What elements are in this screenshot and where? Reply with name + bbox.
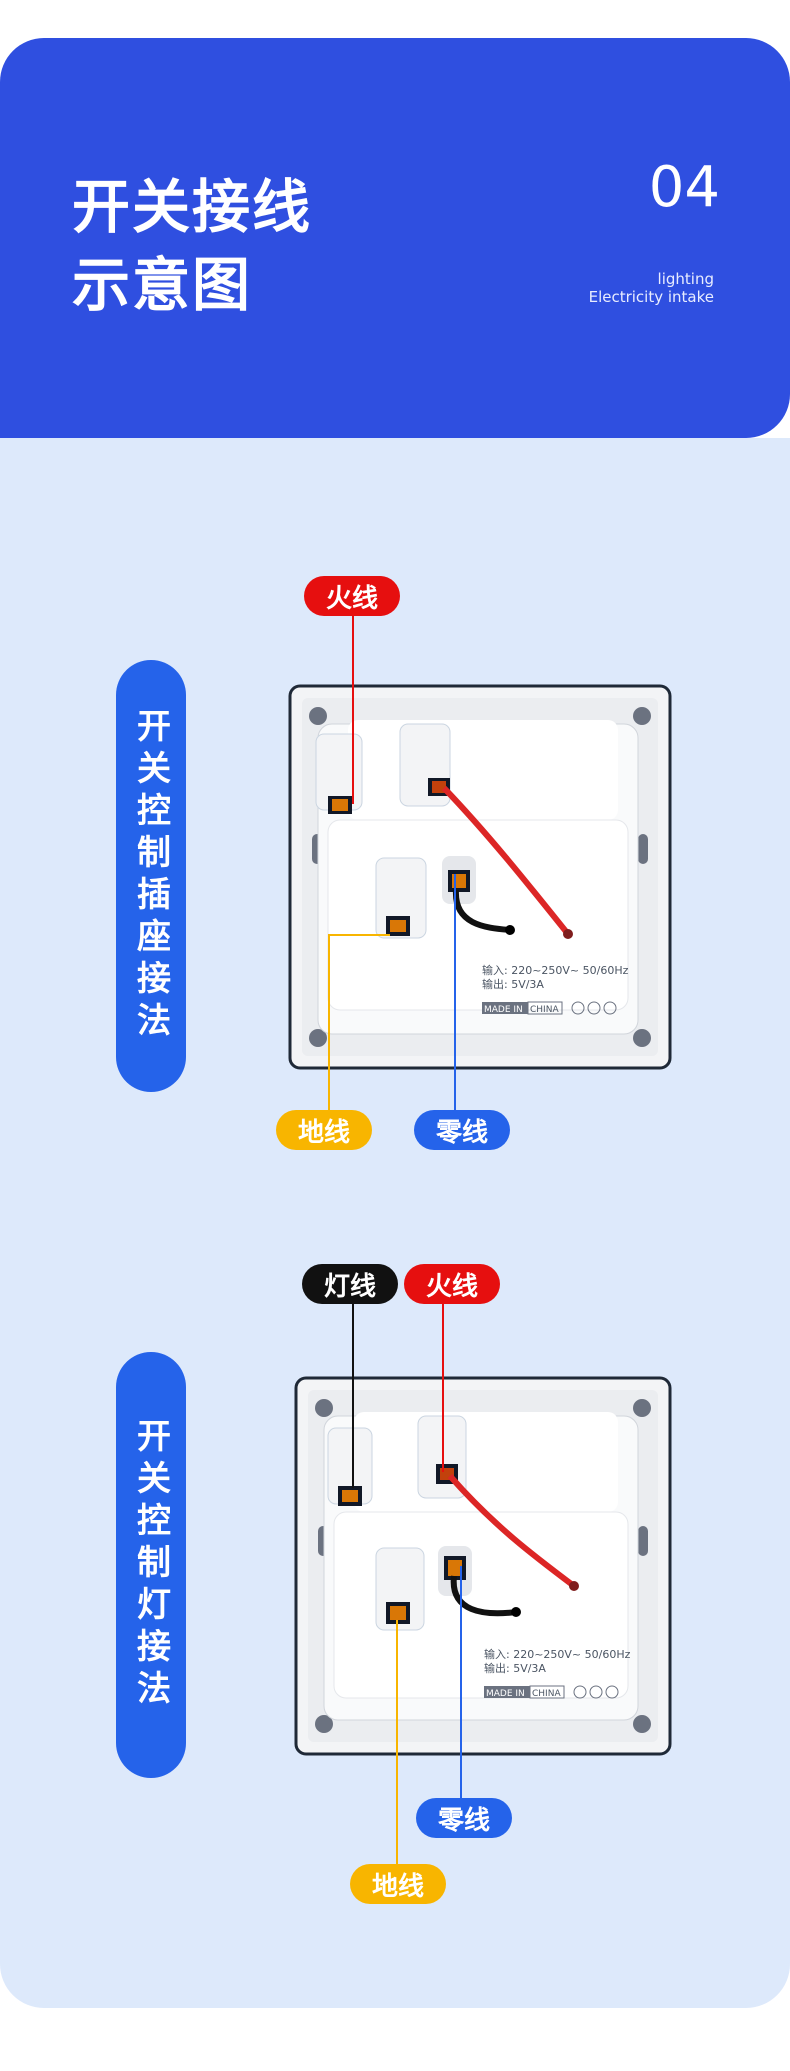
content-card <box>0 438 790 2008</box>
page-title: 开关接线 示意图 <box>72 168 312 324</box>
panel1-made-in: MADE IN <box>484 1005 523 1015</box>
subtitle: lighting Electricity intake <box>589 270 714 306</box>
panel1-country: CHINA <box>530 1005 559 1015</box>
panel2-made-in: MADE IN <box>486 1689 525 1699</box>
earth-leader-1-h <box>328 934 390 936</box>
panel2-country: CHINA <box>532 1689 561 1699</box>
earth-leader-2 <box>396 1620 398 1864</box>
title-line-2: 示意图 <box>72 251 253 319</box>
panel1-output-text: 输出: 5V/3A <box>482 977 544 991</box>
neutral-leader-1 <box>454 874 456 1110</box>
socket-panel-1: 输入: 220~250V~ 50/60Hz 输出: 5V/3A MADE IN … <box>288 684 672 1070</box>
tag-lamp-2: 灯线 <box>302 1264 398 1304</box>
card-cap-corner <box>0 438 790 498</box>
subtitle-line-2: Electricity intake <box>588 288 714 306</box>
section1-label: 开关控制插座接法 <box>116 660 186 1092</box>
tag-earth-2: 地线 <box>350 1864 446 1904</box>
live-leader-2 <box>442 1304 444 1472</box>
section2-label: 开关控制灯接法 <box>116 1352 186 1778</box>
panel2-input-text: 输入: 220~250V~ 50/60Hz <box>484 1647 631 1661</box>
tag-live-1: 火线 <box>304 576 400 616</box>
subtitle-line-1: lighting <box>657 270 714 288</box>
tag-live-2: 火线 <box>404 1264 500 1304</box>
live-leader-1 <box>352 616 354 804</box>
header-banner <box>0 38 790 438</box>
socket-panel-2: 输入: 220~250V~ 50/60Hz 输出: 5V/3A MADE IN … <box>294 1376 672 1756</box>
lamp-leader-2 <box>352 1304 354 1488</box>
earth-leader-1 <box>328 934 330 1110</box>
tag-earth-1: 地线 <box>276 1110 372 1150</box>
tag-neutral-2: 零线 <box>416 1798 512 1838</box>
panel1-input-text: 输入: 220~250V~ 50/60Hz <box>482 963 629 977</box>
section-number: 04 <box>648 155 720 220</box>
neutral-leader-2 <box>460 1566 462 1798</box>
panel2-output-text: 输出: 5V/3A <box>484 1661 546 1675</box>
title-line-1: 开关接线 <box>72 173 313 241</box>
tag-neutral-1: 零线 <box>414 1110 510 1150</box>
